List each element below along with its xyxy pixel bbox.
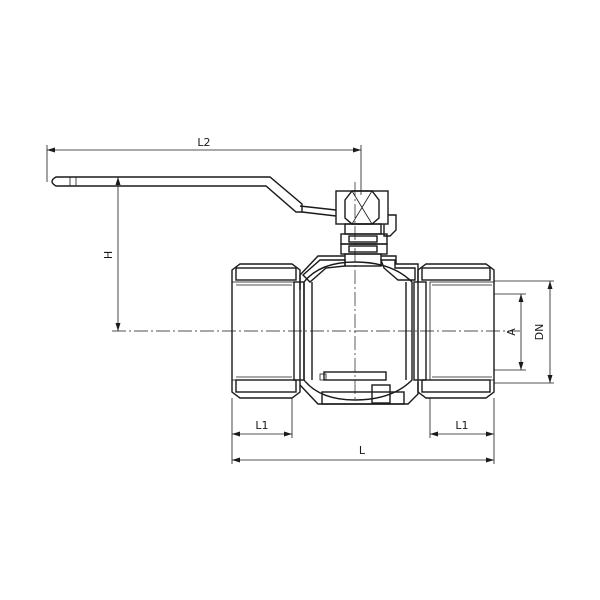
dimension-dn: DN [494, 280, 554, 384]
dim-label-a: A [505, 328, 518, 336]
dim-label-l1-right: L1 [455, 419, 468, 432]
dimension-a: A [494, 293, 526, 371]
dim-label-l2: L2 [197, 136, 210, 149]
dimension-l1-right: L1 [429, 398, 495, 464]
dim-label-dn: DN [533, 324, 546, 341]
stem-body [340, 223, 388, 267]
valve-body [299, 255, 419, 405]
dim-label-h: H [102, 251, 115, 259]
dim-label-l1-left: L1 [255, 419, 268, 432]
dimension-l1-left: L1 [231, 398, 293, 438]
dim-label-l: L [359, 444, 366, 457]
dimension-l: L [231, 438, 494, 464]
dimension-h: H [102, 177, 121, 331]
center-lines [112, 182, 520, 400]
lever-handle [51, 176, 337, 217]
dimension-l2: L2 [46, 136, 362, 195]
